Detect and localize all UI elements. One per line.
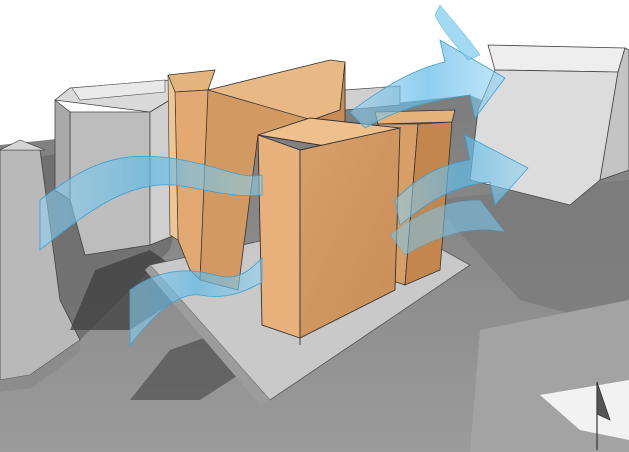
massing-diagram xyxy=(0,0,629,452)
massing-diagram-canvas xyxy=(0,0,629,452)
